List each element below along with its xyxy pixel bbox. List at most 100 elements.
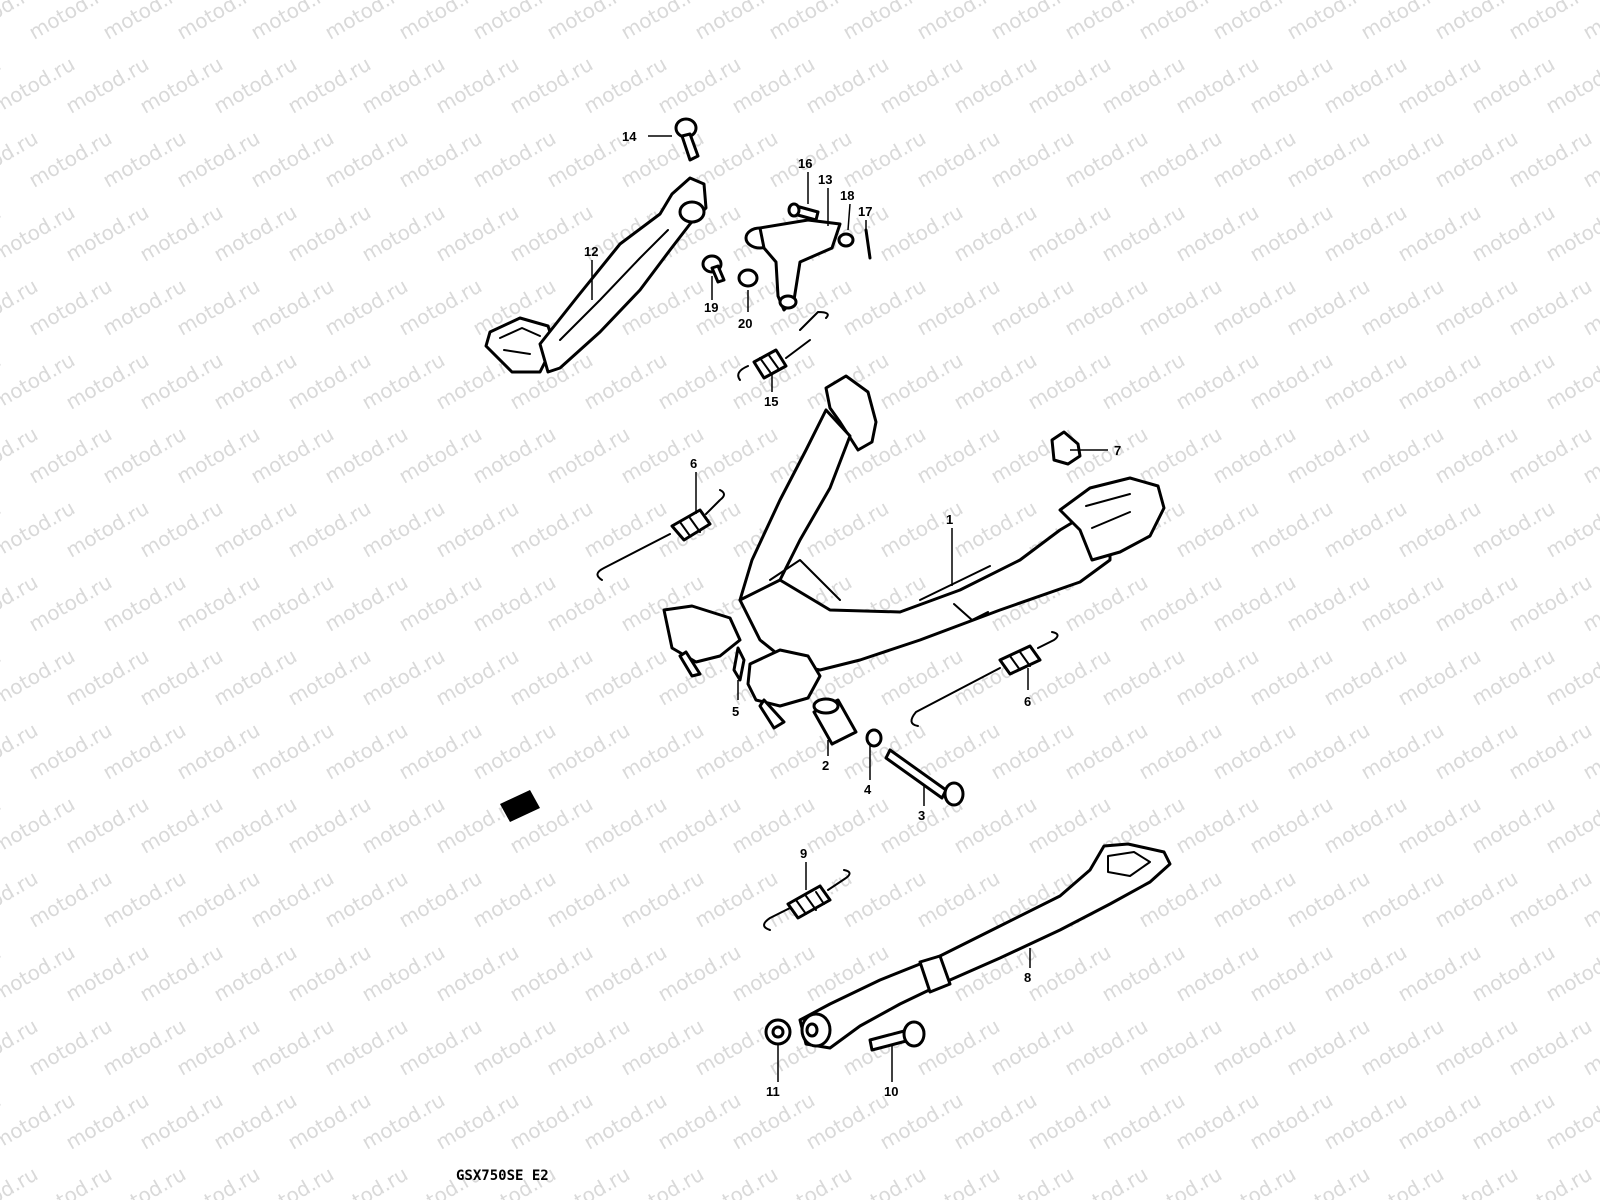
watermark-text: motod.ru xyxy=(469,422,560,489)
watermark-text: motod.ru xyxy=(987,718,1078,785)
watermark-text: motod.ru xyxy=(1209,126,1300,193)
watermark-text: motod.ru xyxy=(802,52,893,119)
watermark-text: motod.ru xyxy=(25,718,116,785)
watermark-text: motod.ru xyxy=(1209,274,1300,341)
watermark-text: motod.ru xyxy=(876,52,967,119)
watermark-text: motod.ru xyxy=(1357,718,1448,785)
watermark-text: motod.ru xyxy=(136,496,227,563)
watermark-text: motod.ru xyxy=(876,200,967,267)
watermark-text: motod.ru xyxy=(25,422,116,489)
model-code: GSX750SE E2 xyxy=(456,1168,549,1184)
part-20-nut xyxy=(737,268,759,288)
label-16: 16 xyxy=(798,156,812,171)
watermark-text: motod.ru xyxy=(395,866,486,933)
watermark-text: motod.ru xyxy=(358,644,449,711)
label-13: 13 xyxy=(818,172,832,187)
watermark-text: motod.ru xyxy=(506,1088,597,1155)
watermark-text: motod.ru xyxy=(1283,422,1374,489)
watermark-text: motod.ru xyxy=(1061,718,1152,785)
watermark-text: motod.ru xyxy=(617,718,708,785)
watermark-text: motod.ru xyxy=(1135,1014,1226,1081)
watermark-text: motod.ru xyxy=(469,866,560,933)
watermark-text: motod.ru xyxy=(1283,570,1374,637)
watermark-text: motod.ru xyxy=(247,718,338,785)
watermark-text: motod.ru xyxy=(1098,200,1189,267)
part-16-bolt xyxy=(787,202,820,222)
part-8-side-stand xyxy=(798,842,1172,1050)
watermark-text: motod.ru xyxy=(1468,644,1559,711)
watermark-text: motod.ru xyxy=(543,718,634,785)
part-11-nut xyxy=(764,1018,792,1046)
watermark-text: motod.ru xyxy=(136,940,227,1007)
watermark-text: motod.ru xyxy=(1320,52,1411,119)
watermark-text: motod.ru xyxy=(1246,348,1337,415)
watermark-text: motod.ru xyxy=(1024,940,1115,1007)
watermark-text: motod.ru xyxy=(950,792,1041,859)
label-6a: 6 xyxy=(690,456,697,471)
watermark-text: motod.ru xyxy=(395,1014,486,1081)
label-12: 12 xyxy=(584,244,598,259)
watermark-text: motod.ru xyxy=(580,1088,671,1155)
watermark-text: motod.ru xyxy=(62,792,153,859)
watermark-text: motod.ru xyxy=(1505,570,1596,637)
watermark-text: motod.ru xyxy=(1320,348,1411,415)
watermark-text: motod.ru xyxy=(1468,52,1559,119)
watermark-text: motod.ru xyxy=(1246,940,1337,1007)
part-number-labels: 14 12 16 13 18 17 19 20 15 7 1 6 5 6 2 4… xyxy=(584,129,1121,1099)
label-14: 14 xyxy=(622,129,637,144)
watermark-text: motod.ru xyxy=(950,1088,1041,1155)
watermark-text: motod.ru xyxy=(1209,570,1300,637)
watermark-text: motod.ru xyxy=(1468,792,1559,859)
watermark-text: motod.ru xyxy=(1505,422,1596,489)
watermark-text: motod.ru xyxy=(913,126,1004,193)
watermark-text: motod.ru xyxy=(543,570,634,637)
watermark-text: motod.ru xyxy=(358,200,449,267)
watermark-text: motod.ru xyxy=(1468,1088,1559,1155)
watermark-text: motod.ru xyxy=(580,644,671,711)
watermark-text: motod.ru xyxy=(691,422,782,489)
watermark-text: motod.ru xyxy=(284,52,375,119)
watermark-text: motod.ru xyxy=(1135,274,1226,341)
watermark-text: motod.ru xyxy=(654,1088,745,1155)
watermark-text: motod.ru xyxy=(358,496,449,563)
watermark-text: motod.ru xyxy=(1246,496,1337,563)
watermark-text: motod.ru xyxy=(543,126,634,193)
watermark-text: motod.ru xyxy=(654,348,745,415)
watermark-text: motod.ru xyxy=(506,940,597,1007)
watermark-text: motod.ru xyxy=(1394,496,1485,563)
watermark-text: motod.ru xyxy=(210,940,301,1007)
watermark-text: motod.ru xyxy=(1394,792,1485,859)
watermark-text: motod.ru xyxy=(1283,718,1374,785)
watermark-text: motod.ru xyxy=(0,1162,42,1200)
watermark-text: motod.ru xyxy=(432,940,523,1007)
watermark-text: motod.ru xyxy=(210,200,301,267)
watermark-text: motod.ru xyxy=(321,126,412,193)
watermark-text: motod.ru xyxy=(1246,200,1337,267)
part-7-rubber-cap xyxy=(1050,430,1082,466)
label-7: 7 xyxy=(1114,443,1121,458)
watermark-text: motod.ru xyxy=(654,792,745,859)
part-2-bushing xyxy=(812,697,858,746)
watermark-text: motod.ru xyxy=(210,644,301,711)
watermark-text: motod.ru xyxy=(950,52,1041,119)
watermark-text: motod.ru xyxy=(358,1088,449,1155)
label-15: 15 xyxy=(764,394,778,409)
watermark-text: motod.ru xyxy=(1431,126,1522,193)
watermark-text: motod.ru xyxy=(913,866,1004,933)
watermark-text: motod.ru xyxy=(1505,1014,1596,1081)
watermark-text: motod.ru xyxy=(1468,348,1559,415)
part-1-center-stand xyxy=(662,374,1166,730)
watermark-text: motod.ru xyxy=(210,52,301,119)
watermark-text: motod.ru xyxy=(1098,1088,1189,1155)
watermark-text: motod.ru xyxy=(543,1014,634,1081)
part-17-cotter-pin xyxy=(864,228,872,260)
watermark-text: motod.ru xyxy=(1505,126,1596,193)
watermark-text: motod.ru xyxy=(1431,570,1522,637)
watermark-text: motod.ru xyxy=(1098,644,1189,711)
watermark-text: motod.ru xyxy=(395,570,486,637)
watermark-text: motod.ru xyxy=(395,718,486,785)
watermark-text: motod.ru xyxy=(1283,274,1374,341)
watermark-text: motod.ru xyxy=(1209,422,1300,489)
watermark-text: motod.ru xyxy=(99,1014,190,1081)
watermark-text: motod.ru xyxy=(1357,1014,1448,1081)
